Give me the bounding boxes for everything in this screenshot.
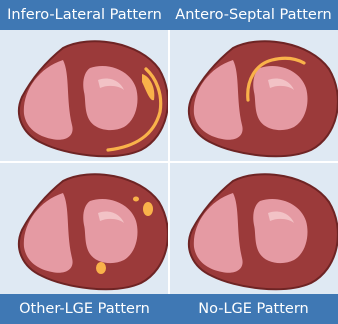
heart-section-infero-lateral [0,30,168,161]
right-ventricle-cavity [194,60,243,140]
top-label-band: Infero-Lateral Pattern Antero-Septal Pat… [0,0,338,30]
right-ventricle-cavity [24,60,73,140]
panel-antero-septal [170,30,338,161]
heart-section-no-lge [170,163,338,294]
bottom-label-band: Other-LGE Pattern No-LGE Pattern [0,294,338,324]
label-antero-septal: Antero-Septal Pattern [169,0,338,30]
label-other-lge: Other-LGE Pattern [0,294,169,324]
right-ventricle-cavity [194,193,243,273]
label-no-lge: No-LGE Pattern [169,294,338,324]
lge-focal-inferior-spot [96,262,106,274]
heart-cross-section [189,41,338,156]
panel-no-lge [170,163,338,294]
heart-cross-section [19,174,168,289]
heart-section-other-lge [0,163,168,294]
label-infero-lateral: Infero-Lateral Pattern [0,0,169,30]
panel-infero-lateral [0,30,168,161]
panel-other-lge [0,163,168,294]
lge-focal-septal-spot [133,197,139,202]
heart-cross-section [189,174,338,289]
heart-section-antero-septal [170,30,338,161]
heart-cross-section [19,41,168,156]
lge-focal-lateral-spot [143,202,153,216]
right-ventricle-cavity [24,193,73,273]
